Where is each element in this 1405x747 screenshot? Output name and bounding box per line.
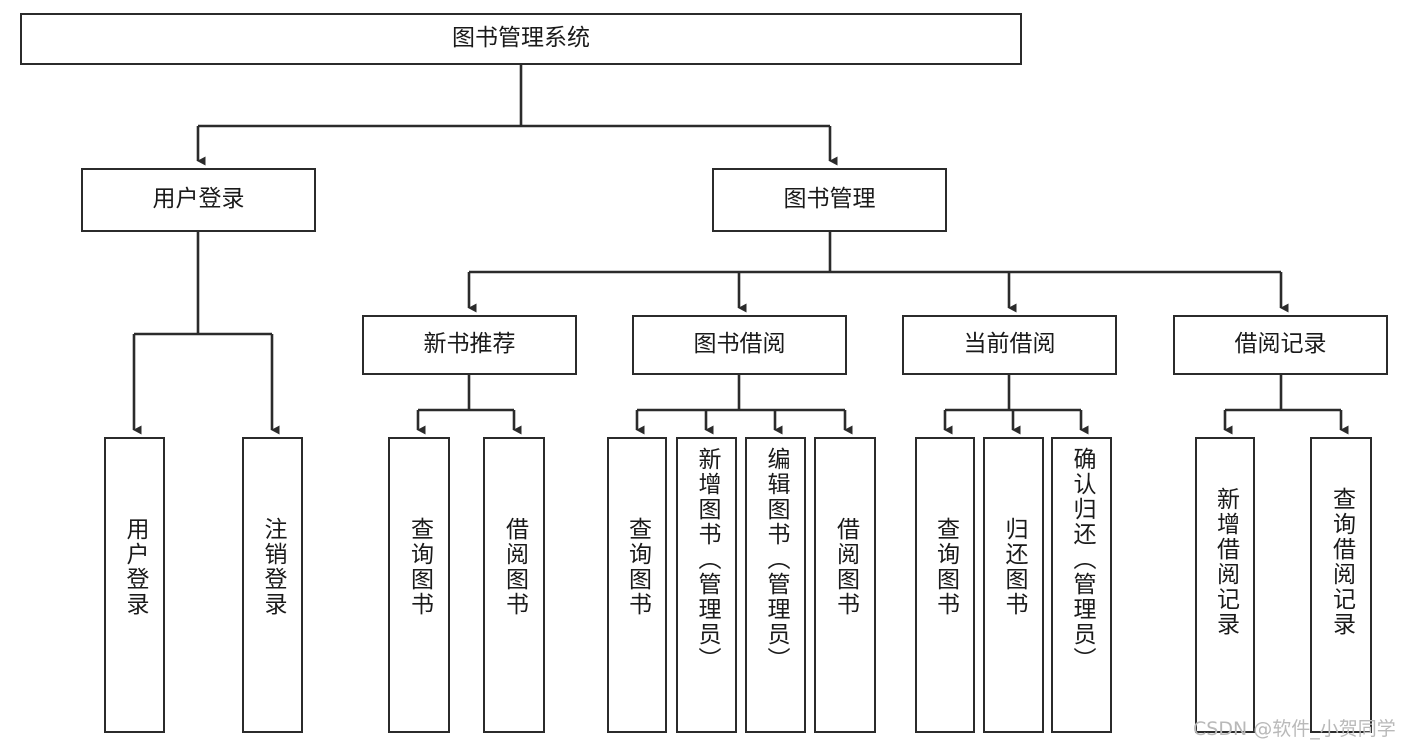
node-new-book-rec[interactable]: 新书推荐 <box>362 315 577 375</box>
node-leaf-query-book-3[interactable]: 查询图书 <box>915 437 975 733</box>
csdn-watermark: CSDN @软件_小贺同学 <box>1193 718 1396 740</box>
edge-current-borrow-split <box>943 375 1089 435</box>
node-book-borrow[interactable]: 图书借阅 <box>632 315 847 375</box>
edge-book-manage-split <box>467 232 1289 313</box>
edge-borrow-record-split <box>1223 375 1349 435</box>
node-borrow-record[interactable]: 借阅记录 <box>1173 315 1388 375</box>
node-leaf-edit-book-admin[interactable]: 编辑图书（管理员） <box>745 437 806 733</box>
node-user-login[interactable]: 用户登录 <box>81 168 316 232</box>
node-leaf-user-login-label: 用户登录 <box>122 517 148 617</box>
node-leaf-borrow-book-2[interactable]: 借阅图书 <box>814 437 876 733</box>
node-leaf-query-book-1[interactable]: 查询图书 <box>388 437 450 733</box>
node-leaf-query-book-1-label: 查询图书 <box>406 517 433 617</box>
node-leaf-confirm-return-admin-label: 确认归还（管理员） <box>1069 447 1095 672</box>
node-leaf-logout-label: 注销登录 <box>260 517 286 617</box>
node-leaf-return-book[interactable]: 归还图书 <box>983 437 1044 733</box>
node-root-label: 图书管理系统 <box>452 25 590 52</box>
node-leaf-query-borrow-record[interactable]: 查询借阅记录 <box>1310 437 1372 733</box>
node-leaf-add-borrow-record[interactable]: 新增借阅记录 <box>1195 437 1255 733</box>
node-leaf-borrow-book-1-label: 借阅图书 <box>501 517 528 617</box>
node-leaf-add-book-admin-label: 新增图书（管理员） <box>694 447 720 672</box>
node-borrow-record-label: 借阅记录 <box>1234 331 1327 358</box>
edge-new-book-rec-split <box>416 375 522 435</box>
node-current-borrow-label: 当前借阅 <box>963 331 1056 358</box>
edge-book-borrow-split <box>635 375 853 435</box>
node-leaf-user-login[interactable]: 用户登录 <box>104 437 165 733</box>
node-leaf-edit-book-admin-label: 编辑图书（管理员） <box>763 447 789 672</box>
node-book-borrow-label: 图书借阅 <box>693 331 786 358</box>
node-book-manage-label: 图书管理 <box>783 186 876 213</box>
node-leaf-borrow-book-2-label: 借阅图书 <box>832 517 859 617</box>
node-leaf-add-book-admin[interactable]: 新增图书（管理员） <box>676 437 737 733</box>
node-new-book-rec-label: 新书推荐 <box>423 331 516 358</box>
node-leaf-query-borrow-record-label: 查询借阅记录 <box>1328 487 1355 637</box>
node-root[interactable]: 图书管理系统 <box>20 13 1022 65</box>
node-book-manage[interactable]: 图书管理 <box>712 168 947 232</box>
node-current-borrow[interactable]: 当前借阅 <box>902 315 1117 375</box>
node-leaf-add-borrow-record-label: 新增借阅记录 <box>1212 487 1239 637</box>
node-leaf-query-book-3-label: 查询图书 <box>932 517 959 617</box>
node-user-login-label: 用户登录 <box>152 186 245 213</box>
node-leaf-logout[interactable]: 注销登录 <box>242 437 303 733</box>
node-leaf-confirm-return-admin[interactable]: 确认归还（管理员） <box>1051 437 1112 733</box>
node-leaf-return-book-label: 归还图书 <box>1001 517 1027 617</box>
node-leaf-query-book-2[interactable]: 查询图书 <box>607 437 667 733</box>
node-leaf-query-book-2-label: 查询图书 <box>624 517 651 617</box>
edge-root-split <box>196 65 838 166</box>
edge-user-login-split <box>132 232 280 435</box>
node-leaf-borrow-book-1[interactable]: 借阅图书 <box>483 437 545 733</box>
